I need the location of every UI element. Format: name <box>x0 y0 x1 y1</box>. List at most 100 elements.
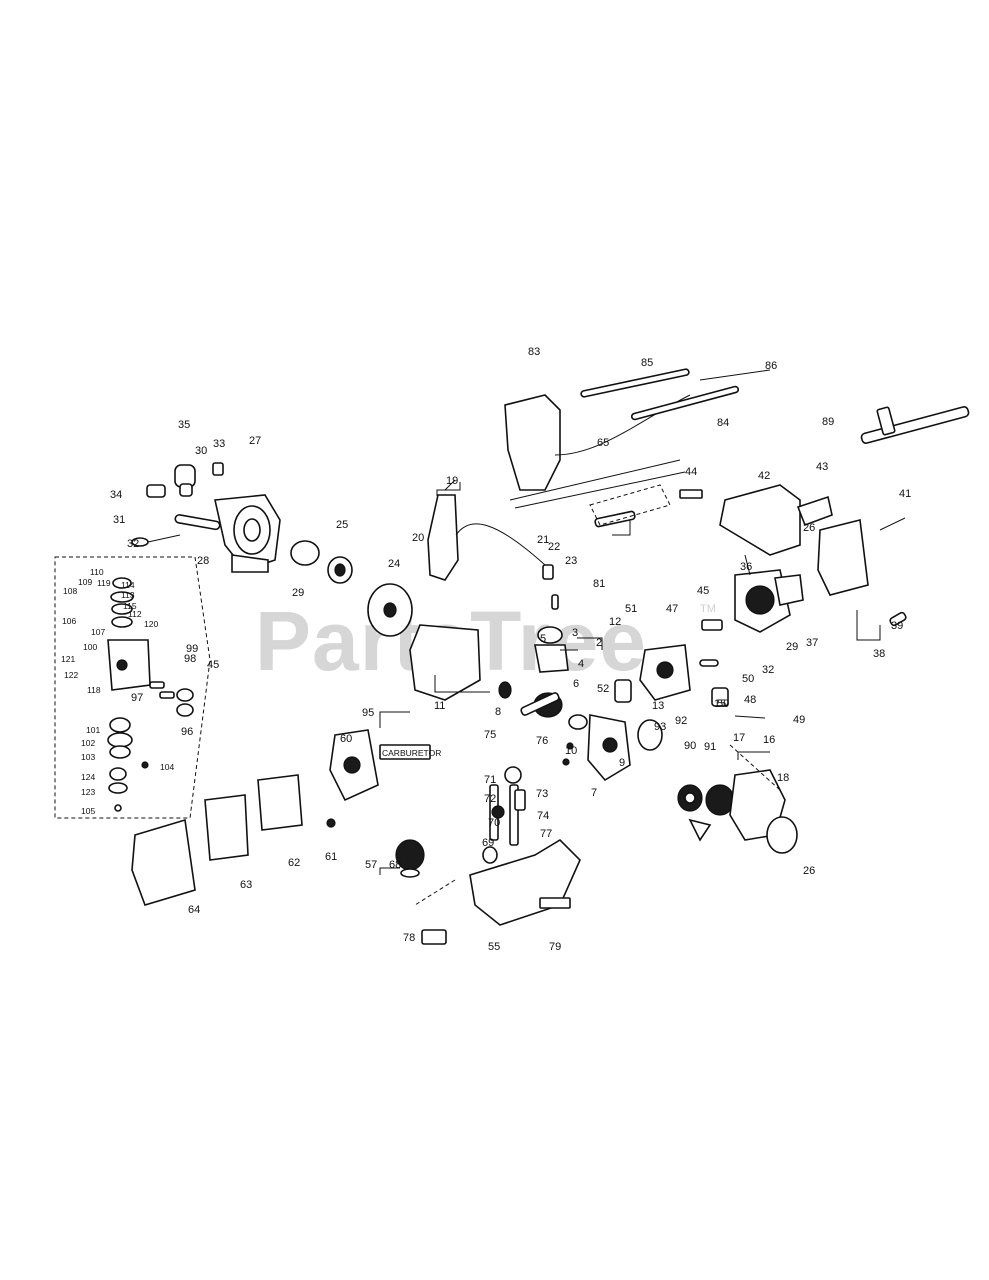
part-label-8: 8 <box>495 706 501 718</box>
part-label-79: 79 <box>549 941 561 953</box>
part-label-77: 77 <box>540 828 552 840</box>
part-label-16: 16 <box>763 734 775 746</box>
part-label-91: 91 <box>704 741 716 753</box>
part-label-33: 33 <box>213 438 225 450</box>
part-label-84: 84 <box>717 417 729 429</box>
part-label-85: 85 <box>641 357 653 369</box>
part-label-2: 2 <box>596 637 602 649</box>
engine-block-group <box>614 484 907 719</box>
part-label-29: 29 <box>786 641 798 653</box>
part-label-10: 10 <box>565 745 577 757</box>
part-label-110: 110 <box>90 567 104 577</box>
part-label-15: 15 <box>714 698 726 710</box>
part-label-120: 120 <box>144 619 158 629</box>
part-label-39: 39 <box>891 620 903 632</box>
part-label-98: 98 <box>184 653 196 665</box>
part-label-13: 13 <box>652 700 664 712</box>
carburetor-tag: CARBURETOR <box>382 748 441 758</box>
part-label-48: 48 <box>744 694 756 706</box>
part-label-32: 32 <box>127 538 139 550</box>
part-label-73: 73 <box>536 788 548 800</box>
part-label-115: 115 <box>123 601 137 611</box>
part-label-32: 32 <box>762 664 774 676</box>
part-label-90: 90 <box>684 740 696 752</box>
part-label-24: 24 <box>388 558 400 570</box>
part-label-26: 26 <box>803 522 815 534</box>
part-label-26: 26 <box>803 865 815 877</box>
part-label-123: 123 <box>81 787 95 797</box>
part-label-49: 49 <box>793 714 805 726</box>
part-label-105: 105 <box>81 806 95 816</box>
part-label-35: 35 <box>178 419 190 431</box>
part-label-103: 103 <box>81 752 95 762</box>
recoil-starter-group <box>677 744 798 854</box>
part-label-57: 57 <box>365 859 377 871</box>
part-label-27: 27 <box>249 435 261 447</box>
fuel-air-group: CARBURETOR <box>131 729 581 945</box>
part-label-5: 5 <box>540 633 546 645</box>
part-label-28: 28 <box>197 555 209 567</box>
part-label-95: 95 <box>362 707 374 719</box>
part-label-63: 63 <box>240 879 252 891</box>
part-label-47: 47 <box>666 603 678 615</box>
crankshaft-group <box>520 626 663 782</box>
part-label-25: 25 <box>336 519 348 531</box>
part-label-4: 4 <box>578 658 584 670</box>
carburetor-exploded-parts <box>107 577 194 812</box>
part-label-83: 83 <box>528 346 540 358</box>
part-label-119: 119 <box>97 578 111 588</box>
part-label-107: 107 <box>91 627 105 637</box>
part-label-113: 113 <box>121 590 135 600</box>
part-label-21: 21 <box>537 534 549 546</box>
part-label-75: 75 <box>484 729 496 741</box>
part-label-97: 97 <box>131 692 143 704</box>
part-label-121: 121 <box>61 654 75 664</box>
part-label-17: 17 <box>733 732 745 744</box>
part-label-106: 106 <box>62 616 76 626</box>
part-label-12: 12 <box>609 616 621 628</box>
clutch-housing-group <box>131 462 353 584</box>
part-label-37: 37 <box>806 637 818 649</box>
part-label-68: 68 <box>389 859 401 871</box>
part-label-122: 122 <box>64 670 78 680</box>
part-label-44: 44 <box>685 466 697 478</box>
part-label-92: 92 <box>675 715 687 727</box>
part-label-41: 41 <box>899 488 911 500</box>
part-label-118: 118 <box>87 685 101 695</box>
part-label-50: 50 <box>717 698 729 710</box>
part-label-29: 29 <box>292 587 304 599</box>
part-label-23: 23 <box>565 555 577 567</box>
part-label-43: 43 <box>816 461 828 473</box>
part-label-71: 71 <box>484 774 496 786</box>
part-label-45: 45 <box>697 585 709 597</box>
part-label-86: 86 <box>765 360 777 372</box>
part-label-93: 93 <box>654 721 666 733</box>
part-label-69: 69 <box>482 837 494 849</box>
part-label-19: 19 <box>446 475 458 487</box>
part-label-34: 34 <box>110 489 122 501</box>
part-label-64: 64 <box>188 904 200 916</box>
carburetor-kit-box <box>54 556 211 819</box>
part-label-76: 76 <box>536 735 548 747</box>
part-label-99: 99 <box>186 643 198 655</box>
part-label-108: 108 <box>63 586 77 596</box>
part-label-104: 104 <box>160 762 174 772</box>
part-label-61: 61 <box>325 851 337 863</box>
watermark-trademark: TM <box>700 603 716 615</box>
part-label-96: 96 <box>181 726 193 738</box>
part-label-100: 100 <box>83 642 97 652</box>
throttle-group <box>504 368 970 528</box>
part-label-55: 55 <box>488 941 500 953</box>
part-label-112: 112 <box>128 609 142 619</box>
leader-lines <box>379 479 881 875</box>
part-label-51: 51 <box>625 603 637 615</box>
part-label-102: 102 <box>81 738 95 748</box>
part-label-45: 45 <box>207 659 219 671</box>
part-label-60: 60 <box>340 733 352 745</box>
part-label-30: 30 <box>195 445 207 457</box>
part-label-78: 78 <box>403 932 415 944</box>
part-label-81: 81 <box>593 578 605 590</box>
part-label-22: 22 <box>548 541 560 553</box>
